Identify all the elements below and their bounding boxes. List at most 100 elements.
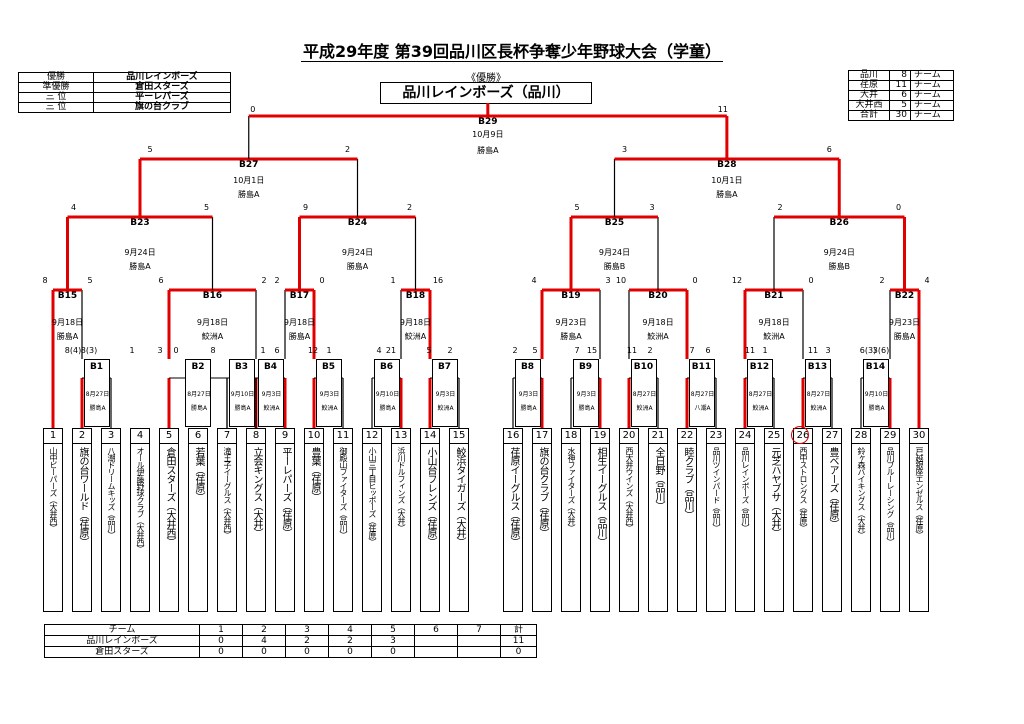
team-cell: 28 鈴ヶ森バイキングス（大井） [851, 428, 871, 612]
match-date-place: 9月10日勝島A [226, 388, 260, 416]
score-label: 4 [924, 276, 930, 285]
match-date-place: 8月27日勝島A [182, 388, 216, 416]
team-name: 滝王子イーグルス（大井西） [223, 447, 232, 538]
match-place: 鮫洲A [263, 405, 280, 412]
score-label: 16 [432, 276, 444, 285]
match-date: 9月24日 [823, 248, 855, 257]
count-unit: チーム [910, 110, 954, 121]
match-place: 勝島B [603, 262, 626, 271]
scoreboard-header-cell: 5 [371, 624, 415, 636]
score-label: 8(4) [64, 346, 82, 355]
score-label: 2 [274, 276, 280, 285]
score-label: 2 [777, 203, 783, 212]
score-label: 2 [406, 203, 413, 212]
match-date: 9月18日 [196, 318, 229, 327]
scoreboard-header-cell: 7 [457, 624, 501, 636]
match-date: 9月23日 [555, 318, 587, 327]
score-label: 12 [731, 276, 743, 285]
match-place: 鮫洲A [763, 332, 785, 341]
match-date: 9月18日 [758, 318, 790, 327]
score-label: 10 [615, 276, 627, 285]
team-number: 28 [852, 429, 870, 444]
team-number: 22 [678, 429, 696, 444]
match-date: 10月1日 [711, 176, 743, 185]
match-id: B27 [239, 160, 259, 170]
team-name: 荏原イーグルス（荏原） [508, 447, 519, 546]
match-date: 10月9日 [472, 130, 504, 139]
match-date: 9月3日 [319, 391, 340, 398]
team-number: 13 [392, 429, 410, 444]
score-label: 12 [307, 346, 319, 355]
scoreboard-cell: 0 [199, 646, 243, 658]
match-id: B17 [289, 291, 310, 301]
match-place: 鮫洲A [636, 405, 653, 412]
score-label: 0 [692, 276, 698, 285]
score-label: 0 [250, 105, 256, 114]
scoreboard-cell: 3 [371, 635, 415, 647]
scoreboard-header-cell: 3 [285, 624, 329, 636]
score-label: 0 [895, 203, 902, 212]
match-place: 勝島A [560, 332, 582, 341]
team-number: 24 [736, 429, 754, 444]
scoreboard-header-cell: 2 [242, 624, 286, 636]
match-place: 鮫洲A [752, 405, 769, 412]
match-id: B29 [478, 117, 498, 127]
scoreboard-cell: 2 [328, 635, 372, 647]
team-name: 鈴ヶ森バイキングス（大井） [857, 447, 866, 538]
match-date: 9月18日 [642, 318, 674, 327]
team-number: 9 [276, 429, 294, 444]
team-name: 小山台フレンズ（荏原） [425, 447, 436, 546]
team-number: 23 [707, 429, 725, 444]
score-label: 8(3) [80, 346, 98, 355]
score-label: 1 [762, 346, 768, 355]
team-name: 品川ブルーレーシング（品川） [886, 447, 895, 545]
match-date-place: 8月27日八潮A [686, 388, 720, 416]
score-label: 1 [326, 346, 332, 355]
team-name: 倉田スターズ（大井西） [164, 447, 175, 546]
match-id: B9 [578, 362, 593, 372]
match-date: 9月3日 [518, 391, 539, 398]
match-place: 勝島A [238, 190, 260, 199]
team-name: 豊ベアーズ（荏原） [827, 447, 838, 528]
team-name: 旗の台クラブ（荏原） [537, 447, 548, 537]
match-date: 9月10日 [864, 391, 889, 398]
team-name: 西大井ウインズ（大井西） [625, 447, 634, 531]
scoreboard-cell [414, 635, 458, 647]
match-date: 9月24日 [124, 248, 156, 257]
scoreboard-cell: 0 [242, 646, 286, 658]
scoreboard-header-cell: 1 [199, 624, 243, 636]
match-date: 8月27日 [748, 391, 773, 398]
score-label: 5 [574, 203, 580, 212]
team-name: 立会キングス（大井） [251, 447, 262, 537]
team-number: 12 [363, 429, 381, 444]
match-date-place: 9月3日鮫洲A [429, 388, 463, 416]
score-label: 2 [512, 346, 518, 355]
match-date: 10月1日 [233, 176, 265, 185]
match-id: B24 [347, 218, 368, 228]
match-id: B5 [321, 362, 336, 372]
results-table: 優勝品川レインボーズ準優勝倉田スターズ三 位平ーレパーズ三 位旗の台クラブ [18, 72, 231, 113]
match-date: 9月10日 [375, 391, 400, 398]
score-label: 6 [705, 346, 711, 355]
scoreboard-cell [457, 646, 501, 658]
champion-box: 品川レインボーズ（品川） [380, 82, 592, 104]
